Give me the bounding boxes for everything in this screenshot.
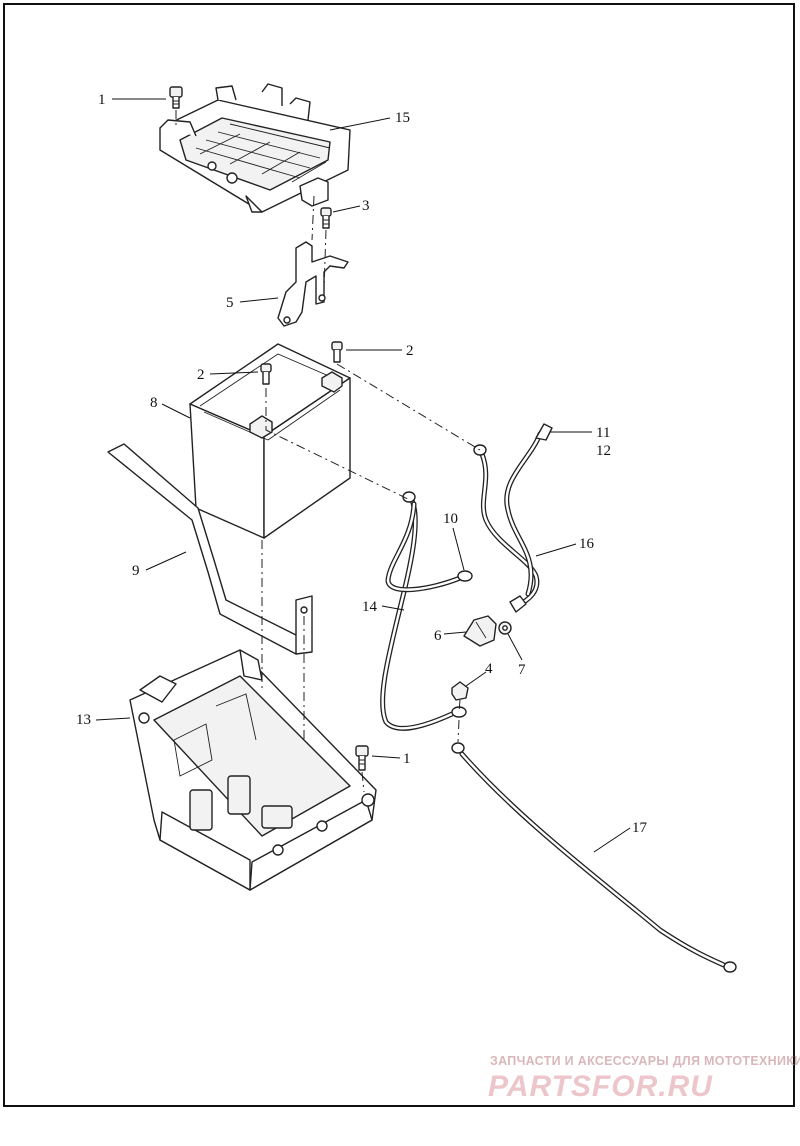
nut-7 xyxy=(498,621,512,635)
callout-3: 3 xyxy=(362,198,370,214)
battery-8 xyxy=(189,343,351,539)
callout-11: 11 xyxy=(596,425,610,441)
callout-1-top: 1 xyxy=(98,92,106,108)
screw-3 xyxy=(320,207,332,229)
watermark: ЗАПЧАСТИ И АКСЕССУАРЫ ДЛЯ МОТОТЕХНИКИ PA… xyxy=(488,1054,800,1103)
callout-1-bottom: 1 xyxy=(403,751,411,767)
callout-6: 6 xyxy=(434,628,442,644)
battery-tray-13 xyxy=(129,649,377,891)
battery-top-bracket xyxy=(159,83,351,213)
cable-14 xyxy=(380,491,473,731)
battery-strap-9 xyxy=(107,443,313,655)
callout-13: 13 xyxy=(76,712,91,728)
callout-4: 4 xyxy=(485,661,493,677)
callout-8: 8 xyxy=(150,395,158,411)
callout-14: 14 xyxy=(362,599,378,615)
callout-7: 7 xyxy=(518,662,526,678)
bolt-1-top xyxy=(169,86,183,109)
alignment-lines xyxy=(175,110,481,793)
bolt-2-right xyxy=(331,341,343,363)
callout-17: 17 xyxy=(632,820,648,836)
callout-labels: 1 15 3 5 2 2 8 11 12 10 16 9 14 6 7 4 13… xyxy=(76,92,648,836)
diagram-border xyxy=(3,3,795,1107)
ground-wire-17 xyxy=(451,742,737,973)
callout-16: 16 xyxy=(579,536,595,552)
callout-15: 15 xyxy=(395,110,410,126)
watermark-tagline: ЗАПЧАСТИ И АКСЕССУАРЫ ДЛЯ МОТОТЕХНИКИ xyxy=(490,1054,800,1068)
callout-2-left: 2 xyxy=(197,367,205,383)
callout-2-right: 2 xyxy=(406,343,414,359)
bracket-5 xyxy=(277,241,349,327)
leader-lines xyxy=(95,98,631,853)
bolt-1-bottom xyxy=(355,745,369,771)
callout-5: 5 xyxy=(226,295,234,311)
callout-10: 10 xyxy=(443,511,458,527)
nut-4 xyxy=(451,681,469,701)
callout-12: 12 xyxy=(596,443,611,459)
bolt-2-left xyxy=(260,363,272,385)
terminal-boot-6 xyxy=(463,615,497,647)
callout-9: 9 xyxy=(132,563,140,579)
cable-16 xyxy=(473,423,553,613)
watermark-site: PARTSFOR.RU xyxy=(488,1070,713,1103)
